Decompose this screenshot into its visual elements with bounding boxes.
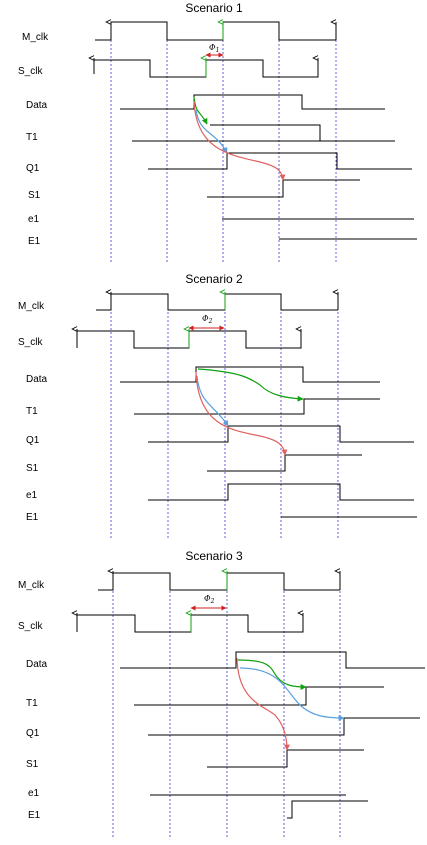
t1-waveform: [134, 398, 380, 415]
signal-label: T1: [26, 406, 38, 417]
signal-label: S_clk: [18, 66, 43, 77]
s1-waveform: [207, 454, 362, 472]
signal-label: E1: [26, 512, 39, 523]
signal-label: Q1: [26, 728, 40, 739]
signal-label: M_clk: [22, 32, 49, 43]
signal-label: e1: [26, 490, 38, 501]
s-clk-waveform: [77, 614, 304, 633]
signal-label: T1: [26, 132, 38, 143]
signal-label: e1: [28, 214, 40, 225]
signal-label: S1: [28, 190, 41, 201]
phase-label: Φ2: [202, 314, 213, 325]
m-clk-waveform: [98, 572, 340, 591]
propagation-arrow-blue: [196, 375, 229, 427]
scenario-1: Scenario 1 M_clk S_clk Data T1 Q1 S1 e1 …: [18, 1, 417, 262]
propagation-arrow-blue: [195, 109, 228, 154]
scenario-title: Scenario 3: [185, 549, 243, 563]
signal-label: E1: [28, 810, 41, 821]
signal-label: Data: [26, 100, 48, 111]
t1-waveform: [134, 686, 384, 706]
signal-label: M_clk: [18, 301, 45, 312]
signal-label: S_clk: [18, 337, 43, 348]
propagation-arrow-red: [195, 371, 288, 456]
clock-edge-gridlines: [112, 575, 341, 838]
data-waveform: [120, 366, 380, 383]
q1-waveform: [148, 425, 414, 443]
propagation-arrow-green: [237, 659, 307, 690]
data-waveform: [120, 94, 385, 110]
e1-upper-waveform: [287, 800, 368, 819]
e1-waveform: [148, 483, 414, 501]
m-clk-waveform: [95, 21, 336, 41]
scenario-3: Scenario 3 M_clk S_clk Data T1 Q1 S1 e1 …: [18, 549, 425, 838]
m-clk-waveform: [96, 293, 338, 311]
data-waveform: [120, 651, 425, 669]
t1-waveform: [132, 124, 321, 142]
signal-label: Data: [26, 374, 48, 385]
signal-label: S1: [26, 463, 39, 474]
scenario-2: Scenario 2 M_clk S_clk Data T1 Q1 S1 e1 …: [18, 272, 417, 540]
propagation-arrow-red: [193, 100, 286, 181]
q1-waveform: [148, 717, 420, 736]
propagation-arrow-green: [193, 96, 208, 125]
phase-label: Φ1: [209, 43, 219, 54]
q1-waveform: [148, 152, 412, 170]
propagation-arrow-red: [236, 657, 290, 751]
s1-waveform: [207, 179, 360, 198]
scenario-title: Scenario 2: [185, 272, 243, 286]
signal-label: Q1: [26, 435, 40, 446]
phase-label: Φ2: [204, 594, 215, 605]
propagation-arrow-green: [197, 368, 304, 402]
s1-waveform: [207, 749, 364, 768]
signal-label: M_clk: [18, 580, 45, 591]
signal-label: E1: [28, 236, 41, 247]
scenario-title: Scenario 1: [185, 1, 243, 15]
signal-label: e1: [28, 788, 40, 799]
signal-label: Q1: [26, 163, 40, 174]
signal-label: S_clk: [18, 621, 43, 632]
signal-label: S1: [26, 759, 39, 770]
propagation-arrow-blue: [239, 667, 345, 721]
signal-label: T1: [26, 698, 38, 709]
signal-label: Data: [26, 659, 48, 670]
